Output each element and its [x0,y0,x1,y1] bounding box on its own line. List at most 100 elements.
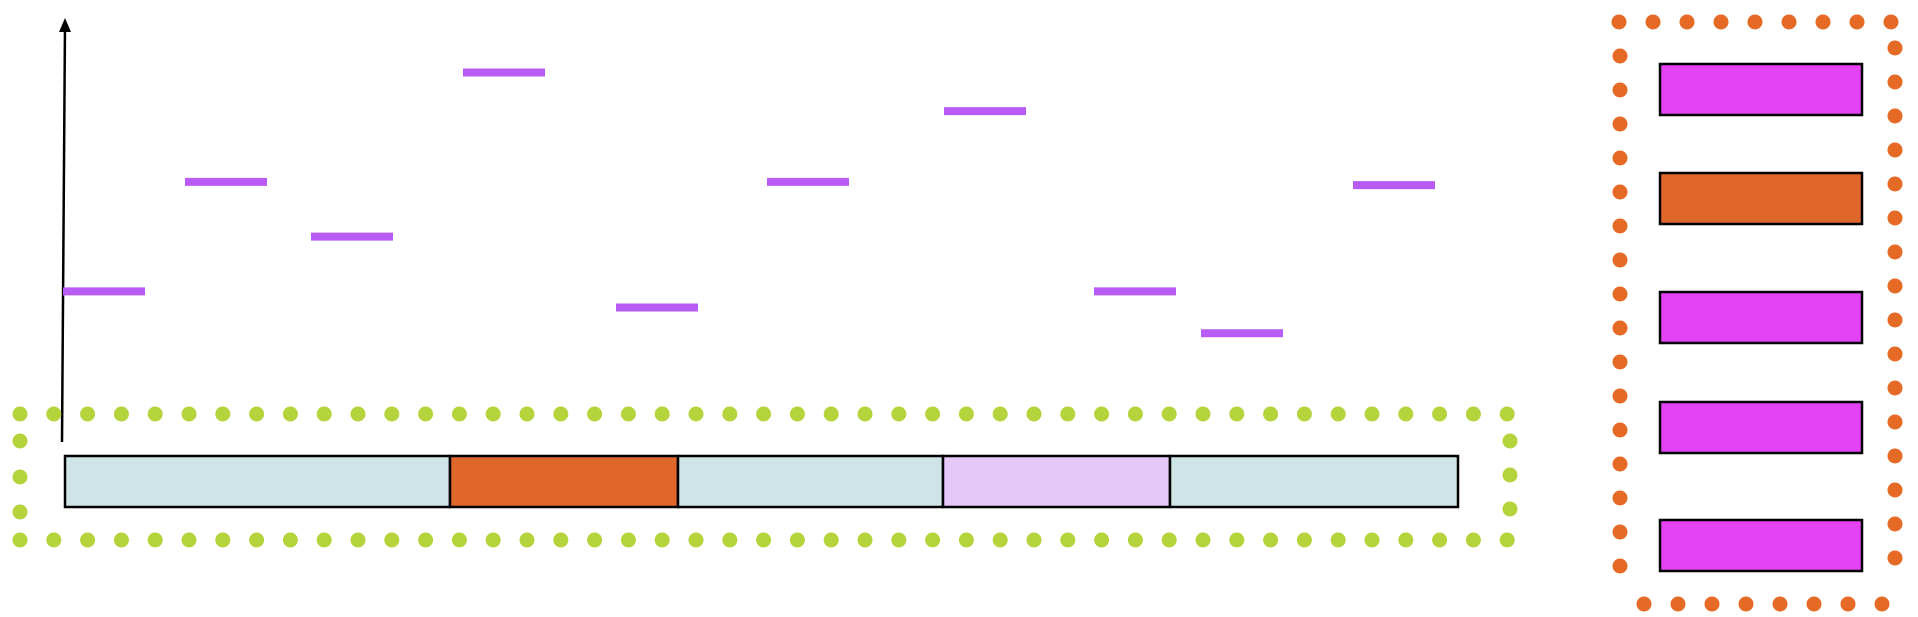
green-dot [1296,532,1312,548]
green-dot [113,406,129,422]
orange-dot [1612,320,1628,336]
orange-dot [1612,116,1628,132]
vertical-axis [59,18,71,443]
green-dot [688,532,704,548]
orange-dot [1887,278,1903,294]
orange-dot [1713,14,1729,30]
green-dot [1127,532,1143,548]
orange-dot [1883,14,1899,30]
green-dot [587,532,603,548]
green-dot [451,406,467,422]
orange-dotted-frame [1611,14,1903,612]
orange-dot [1887,550,1903,566]
green-dot [620,532,636,548]
green-dot [282,406,298,422]
green-dot [756,406,772,422]
green-dot [1263,532,1279,548]
green-dot [12,469,28,485]
orange-dot [1887,142,1903,158]
green-dot [384,532,400,548]
green-dot [1465,406,1481,422]
green-dot [1502,467,1518,483]
orange-dot [1887,380,1903,396]
orange-dot [1612,558,1628,574]
green-dot [1364,532,1380,548]
green-dot [147,532,163,548]
green-dot [857,406,873,422]
green-dot [181,532,197,548]
axis-line [60,23,67,443]
legend-swatch [1658,62,1864,117]
green-dot [789,406,805,422]
green-dot [485,532,501,548]
green-dot [12,532,28,548]
orange-dot [1738,596,1754,612]
green-dot [519,532,535,548]
strip-segment [676,454,945,509]
green-dot [80,406,96,422]
green-dot [1127,406,1143,422]
segmented-strip [63,454,1460,509]
orange-dot [1887,74,1903,90]
green-dot [789,532,805,548]
green-dot [654,406,670,422]
orange-dot [1815,14,1831,30]
orange-dot [1612,184,1628,200]
green-dot [992,406,1008,422]
orange-dot [1887,448,1903,464]
green-dot [891,406,907,422]
green-dot [147,406,163,422]
green-dot [384,406,400,422]
orange-dot [1840,596,1856,612]
green-dot [46,532,62,548]
green-dot [1398,532,1414,548]
green-dot [282,532,298,548]
green-dot [891,532,907,548]
orange-dot [1612,388,1628,404]
orange-dot [1612,82,1628,98]
green-dot [1398,406,1414,422]
green-dot [12,433,28,449]
green-dot [587,406,603,422]
green-dot [756,532,772,548]
orange-dot [1611,14,1627,30]
strip-segment [448,454,680,509]
orange-dot [1874,596,1890,612]
green-dot [654,532,670,548]
green-dot [925,406,941,422]
green-dot [80,532,96,548]
green-dot [1296,406,1312,422]
green-dot [1026,406,1042,422]
orange-dot [1670,596,1686,612]
orange-dot [1612,456,1628,472]
green-dot [1094,406,1110,422]
green-dot [1502,433,1518,449]
orange-dot [1887,210,1903,226]
green-dot [1026,532,1042,548]
green-dot [1432,406,1448,422]
green-dot [249,532,265,548]
green-dot [1502,501,1518,517]
green-dot [113,532,129,548]
green-dot [181,406,197,422]
green-dot [350,532,366,548]
orange-dot [1679,14,1695,30]
orange-dot [1612,252,1628,268]
green-dot [722,532,738,548]
orange-dot [1612,354,1628,370]
green-dot [1432,532,1448,548]
orange-dot [1636,596,1652,612]
green-dot [12,406,28,422]
green-dot [451,532,467,548]
orange-dot [1612,490,1628,506]
green-dot [316,532,332,548]
green-dotted-frame [12,406,1518,548]
green-dot [958,532,974,548]
green-dot [215,532,231,548]
orange-dot [1887,40,1903,56]
orange-dot [1849,14,1865,30]
green-dot [958,406,974,422]
green-dot [485,406,501,422]
legend-swatch [1658,400,1864,455]
green-dot [992,532,1008,548]
